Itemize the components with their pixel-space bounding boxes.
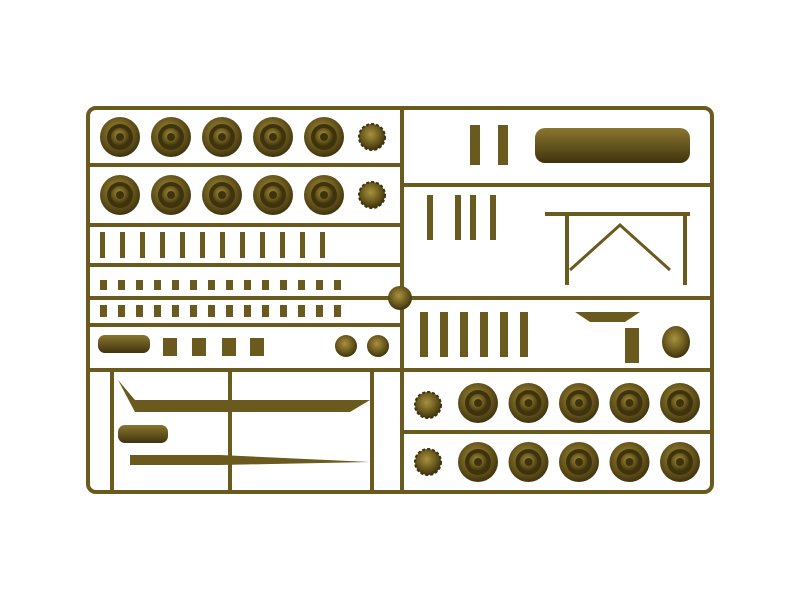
small-part xyxy=(520,312,528,357)
small-part xyxy=(172,305,179,317)
small-part xyxy=(316,280,323,290)
road-wheel xyxy=(100,117,140,157)
road-wheel xyxy=(508,383,549,423)
road-wheel xyxy=(559,442,599,482)
small-part xyxy=(298,280,305,290)
small-part xyxy=(120,232,125,258)
sprocket-wheels xyxy=(358,123,442,476)
small-part xyxy=(260,232,265,258)
road-wheel xyxy=(609,383,650,423)
sprue-frame xyxy=(86,106,714,494)
road-wheel xyxy=(458,442,498,482)
road-wheel xyxy=(202,117,242,157)
small-part xyxy=(262,280,269,290)
small-part xyxy=(190,305,197,317)
road-wheel xyxy=(253,117,293,157)
small-parts xyxy=(98,125,690,465)
small-part xyxy=(118,305,125,317)
road-wheel xyxy=(202,175,242,215)
small-part xyxy=(100,232,105,258)
road-wheel xyxy=(559,383,599,423)
road-wheel xyxy=(660,442,700,482)
small-part xyxy=(280,280,287,290)
road-wheel xyxy=(458,383,498,423)
small-part xyxy=(420,312,428,357)
road-wheel xyxy=(609,442,650,482)
small-part xyxy=(226,280,233,290)
small-part xyxy=(136,305,143,317)
small-part xyxy=(500,312,508,357)
small-part xyxy=(160,232,165,258)
small-part xyxy=(440,312,448,357)
small-part xyxy=(154,280,161,290)
small-part xyxy=(334,280,341,290)
small-part xyxy=(140,232,145,258)
road-wheel xyxy=(660,383,700,423)
small-part xyxy=(226,305,233,317)
small-part xyxy=(172,280,179,290)
small-part xyxy=(208,280,215,290)
road-wheels xyxy=(100,117,700,482)
small-part xyxy=(316,305,323,317)
small-part xyxy=(240,232,245,258)
road-wheel xyxy=(304,175,344,215)
center-hub xyxy=(388,286,412,310)
small-part xyxy=(100,305,107,317)
small-part xyxy=(244,305,251,317)
road-wheel xyxy=(100,175,140,215)
road-wheel xyxy=(151,117,191,157)
small-part xyxy=(190,280,197,290)
small-part xyxy=(136,280,143,290)
small-part xyxy=(280,305,287,317)
small-part xyxy=(262,305,269,317)
small-part xyxy=(154,305,161,317)
small-part xyxy=(244,280,251,290)
small-part xyxy=(460,312,468,357)
road-wheel xyxy=(508,442,549,482)
small-part xyxy=(118,280,125,290)
road-wheel xyxy=(304,117,344,157)
small-part xyxy=(220,232,225,258)
small-part xyxy=(208,305,215,317)
small-part xyxy=(180,232,185,258)
small-part xyxy=(300,232,305,258)
small-part xyxy=(100,280,107,290)
small-part xyxy=(200,232,205,258)
tiny-parts xyxy=(100,232,528,357)
small-part xyxy=(320,232,325,258)
small-part xyxy=(480,312,488,357)
small-part xyxy=(280,232,285,258)
road-wheel xyxy=(253,175,293,215)
small-part xyxy=(298,305,305,317)
small-part xyxy=(334,305,341,317)
road-wheel xyxy=(151,175,191,215)
